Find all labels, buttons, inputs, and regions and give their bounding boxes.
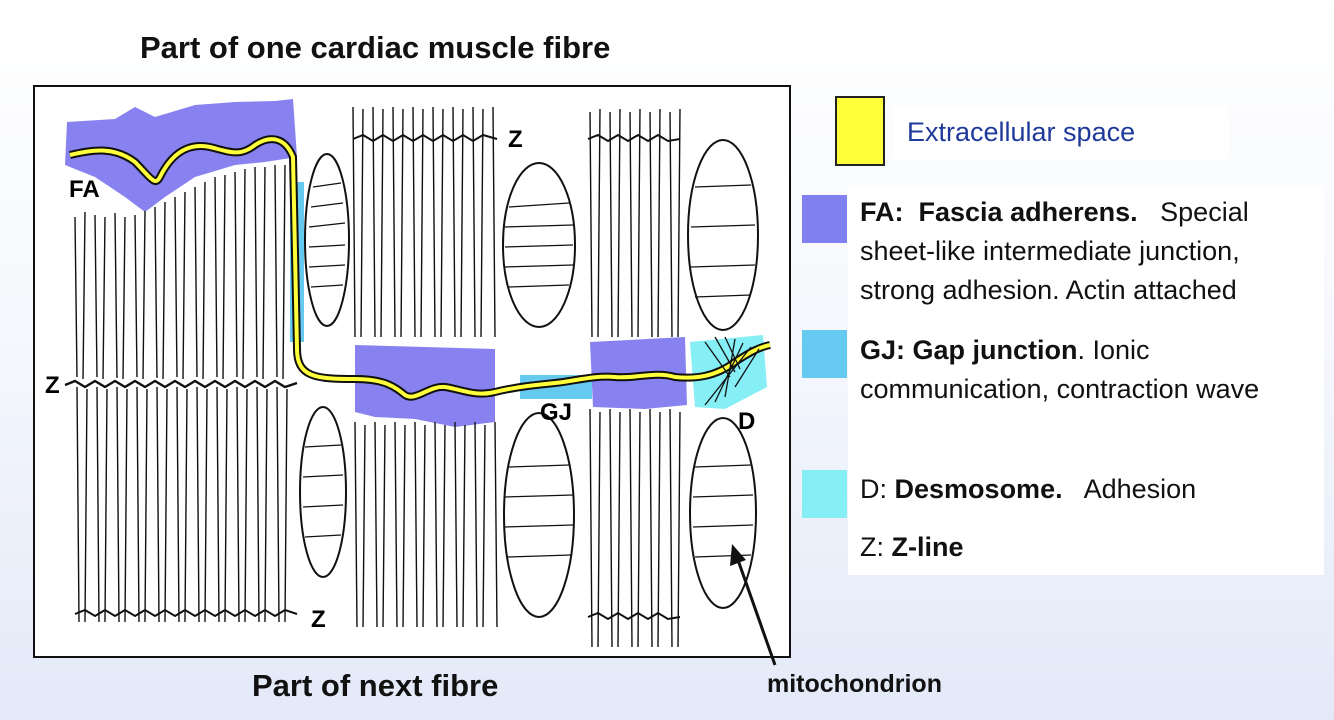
extracellular-legend-text: Extracellular space xyxy=(907,117,1136,147)
sarcomere-block-upper-middle xyxy=(352,106,496,338)
sarcomere-block-upper-left xyxy=(74,164,286,380)
mitochondrion xyxy=(304,153,350,327)
gj-desc: . Ionic communication, contraction wave xyxy=(860,335,1260,404)
gj-name: GJ: Gap junction xyxy=(860,335,1078,365)
next-fibre-caption: Part of next fibre xyxy=(252,668,499,703)
gj-legend-entry: GJ: Gap junction. Ionic communication, c… xyxy=(860,331,1320,409)
mitochondrion xyxy=(299,406,347,578)
legend-panel xyxy=(848,185,1324,575)
z-label-bottom: Z xyxy=(311,606,326,633)
fa-desc-2: sheet-like intermediate junction, strong… xyxy=(860,236,1240,305)
mitochondria-cristae xyxy=(302,182,756,558)
z-line-top-right xyxy=(587,133,681,143)
fa-label: FA xyxy=(69,176,100,203)
d-label: D xyxy=(738,408,755,435)
fa-region-middle xyxy=(355,345,495,427)
sarcomere-block-lower-right xyxy=(589,408,681,648)
sarcomere-block-lower-middle xyxy=(354,421,498,628)
d-abbr: D: xyxy=(860,474,887,504)
z-line-bottom-left xyxy=(74,608,298,618)
gj-swatch xyxy=(802,330,847,378)
z-label-left: Z xyxy=(45,372,60,399)
mitochondrion-pointer-arrow xyxy=(730,544,777,666)
fa-legend-entry: FA: Fascia adherens. Special sheet-like … xyxy=(860,193,1320,310)
d-name: Desmosome. xyxy=(894,474,1063,504)
extracellular-swatch xyxy=(835,96,885,166)
fa-swatch xyxy=(802,195,847,243)
diagram-drawing: FA GJ D Z Z Z xyxy=(45,99,771,648)
gj-label: GJ xyxy=(540,399,572,426)
fa-abbr: FA: xyxy=(860,197,904,227)
fa-desc-1: Special xyxy=(1160,197,1249,227)
mitochondrion xyxy=(687,139,759,331)
z-legend-entry: Z: Z-line xyxy=(860,528,964,567)
z-line-top-middle xyxy=(352,133,498,143)
z-name: Z-line xyxy=(891,532,964,562)
sarcomere-block-lower-left xyxy=(76,386,288,623)
desmosome-swatch xyxy=(802,470,847,518)
cardiac-fibre-diagram: FA GJ D Z Z Z xyxy=(33,85,791,658)
z-label-top: Z xyxy=(508,126,523,153)
mitochondrion-label: mitochondrion xyxy=(767,670,942,698)
diagram-title: Part of one cardiac muscle fibre xyxy=(140,30,611,65)
z-abbr: Z: xyxy=(860,532,884,562)
desmosome-filaments xyxy=(704,336,760,406)
sarcomere-block-upper-right xyxy=(589,108,681,338)
fa-name: Fascia adherens. xyxy=(918,197,1138,227)
z-line-left xyxy=(64,379,298,389)
mitochondrion xyxy=(503,412,575,618)
desmosome-legend-entry: D: Desmosome. Adhesion xyxy=(860,470,1196,509)
extracellular-legend-box xyxy=(893,107,1229,159)
d-desc: Adhesion xyxy=(1083,474,1197,504)
z-line-bottom-right xyxy=(587,611,681,621)
